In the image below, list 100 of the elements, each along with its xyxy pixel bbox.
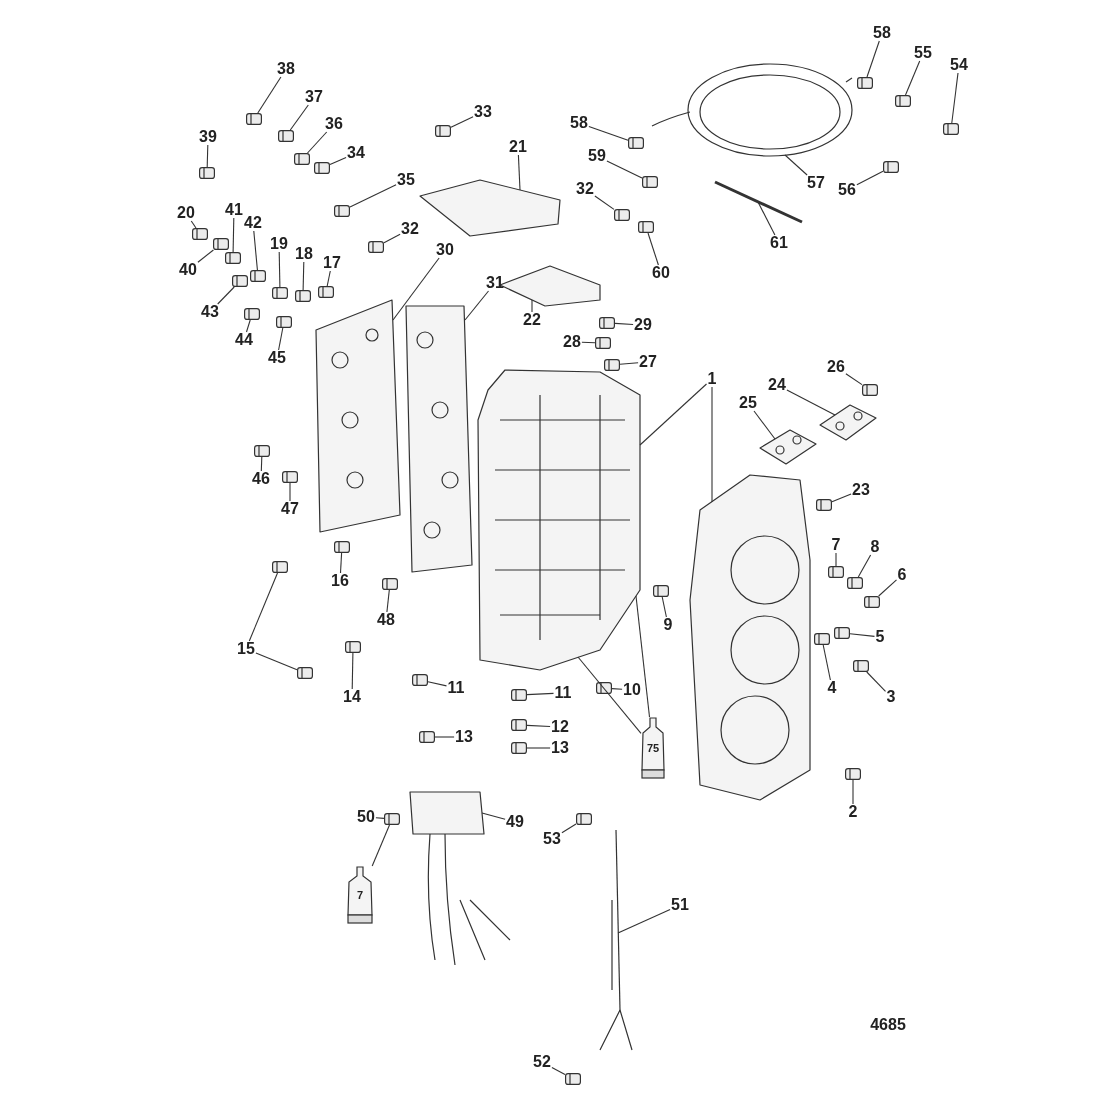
callout-number: 56 (837, 182, 857, 198)
part-drawing (847, 577, 863, 589)
leader-line (619, 362, 639, 365)
callout-number: 60 (651, 265, 671, 281)
part-drawing (814, 633, 830, 645)
leader-line (614, 322, 634, 326)
leader-line (786, 389, 836, 416)
part-drawing (345, 641, 361, 653)
leader-line (255, 652, 298, 671)
leader-line (392, 257, 440, 321)
leader-line (951, 72, 959, 124)
part-drawing (213, 238, 229, 250)
callout-number: 25 (738, 395, 758, 411)
part-drawing (232, 275, 248, 287)
leader-line (253, 230, 258, 271)
leader-line (289, 482, 291, 502)
callout-number: 1 (706, 371, 718, 387)
part-drawing (246, 113, 262, 125)
part-drawing (412, 674, 428, 686)
part-drawing (845, 768, 861, 780)
leader-line (866, 671, 887, 692)
part-drawing (895, 95, 911, 107)
part-drawing (297, 667, 313, 679)
leader-line (904, 60, 921, 96)
part-drawing (628, 137, 644, 149)
leader-line (197, 249, 214, 263)
leader-line (852, 779, 854, 805)
leader-line (635, 595, 651, 718)
callout-number: 26 (826, 359, 846, 375)
part-drawing (834, 627, 850, 639)
callout-number: 15 (236, 641, 256, 657)
callout-number: 31 (485, 275, 505, 291)
part-drawing (334, 205, 350, 217)
part-drawing (276, 316, 292, 328)
leader-line (517, 154, 521, 191)
leader-line (217, 286, 235, 305)
callout-number: 8 (869, 539, 881, 555)
leader-line (753, 410, 776, 440)
callout-number: 36 (324, 116, 344, 132)
callout-number: 49 (505, 814, 525, 830)
part-drawing (318, 286, 334, 298)
leader-line (371, 824, 391, 867)
callout-number: 51 (670, 897, 690, 913)
leader-line (206, 144, 209, 168)
callout-number: 54 (949, 57, 969, 73)
callout-number: 46 (251, 471, 271, 487)
leader-line (450, 116, 474, 128)
callout-number: 58 (569, 115, 589, 131)
callout-number: 11 (446, 680, 466, 696)
part-drawing (853, 660, 869, 672)
part-drawing (883, 161, 899, 173)
leader-line (661, 596, 667, 618)
callout-number: 61 (769, 235, 789, 251)
leader-line (551, 1066, 566, 1076)
callout-number: 55 (913, 45, 933, 61)
callout-number: 21 (508, 139, 528, 155)
callout-number: 47 (280, 501, 300, 517)
callout-number: 11 (553, 685, 573, 701)
part-drawing (565, 1073, 581, 1085)
callout-number: 30 (435, 242, 455, 258)
part-drawing (857, 77, 873, 89)
callout-number: 10 (622, 682, 642, 698)
leader-line (878, 579, 898, 597)
leader-line (427, 681, 448, 687)
leader-line (326, 270, 331, 287)
part-drawing (314, 162, 330, 174)
leader-line (278, 327, 284, 351)
callout-number: 6 (896, 567, 908, 583)
callout-number: 48 (376, 612, 396, 628)
callout-number: 13 (550, 740, 570, 756)
callout-number: 23 (851, 482, 871, 498)
leader-line (617, 908, 671, 934)
leader-line (302, 261, 305, 291)
callout-number: 5 (874, 629, 886, 645)
part-drawing (199, 167, 215, 179)
leader-line (190, 220, 197, 229)
callout-number: 32 (400, 221, 420, 237)
leader-line (232, 217, 235, 253)
part-drawing (614, 209, 630, 221)
callout-number: 43 (200, 304, 220, 320)
callout-number: 18 (294, 246, 314, 262)
leader-line (306, 131, 328, 154)
part-drawing (604, 359, 620, 371)
part-drawing (382, 578, 398, 590)
part-drawing (816, 499, 832, 511)
leader-line (289, 104, 309, 131)
part-drawing (250, 270, 266, 282)
leader-line (711, 386, 713, 503)
leader-line (611, 688, 623, 690)
callout-number: 58 (872, 25, 892, 41)
callout-number: 59 (587, 148, 607, 164)
callout-number: 44 (234, 332, 254, 348)
leader-line (257, 76, 282, 114)
leader-line (639, 383, 708, 446)
callout-number: 3 (885, 689, 897, 705)
callout-number: 57 (806, 175, 826, 191)
callout-number: 41 (224, 202, 244, 218)
part-drawing (278, 130, 294, 142)
leader-line (849, 633, 876, 637)
callout-number: 53 (542, 831, 562, 847)
